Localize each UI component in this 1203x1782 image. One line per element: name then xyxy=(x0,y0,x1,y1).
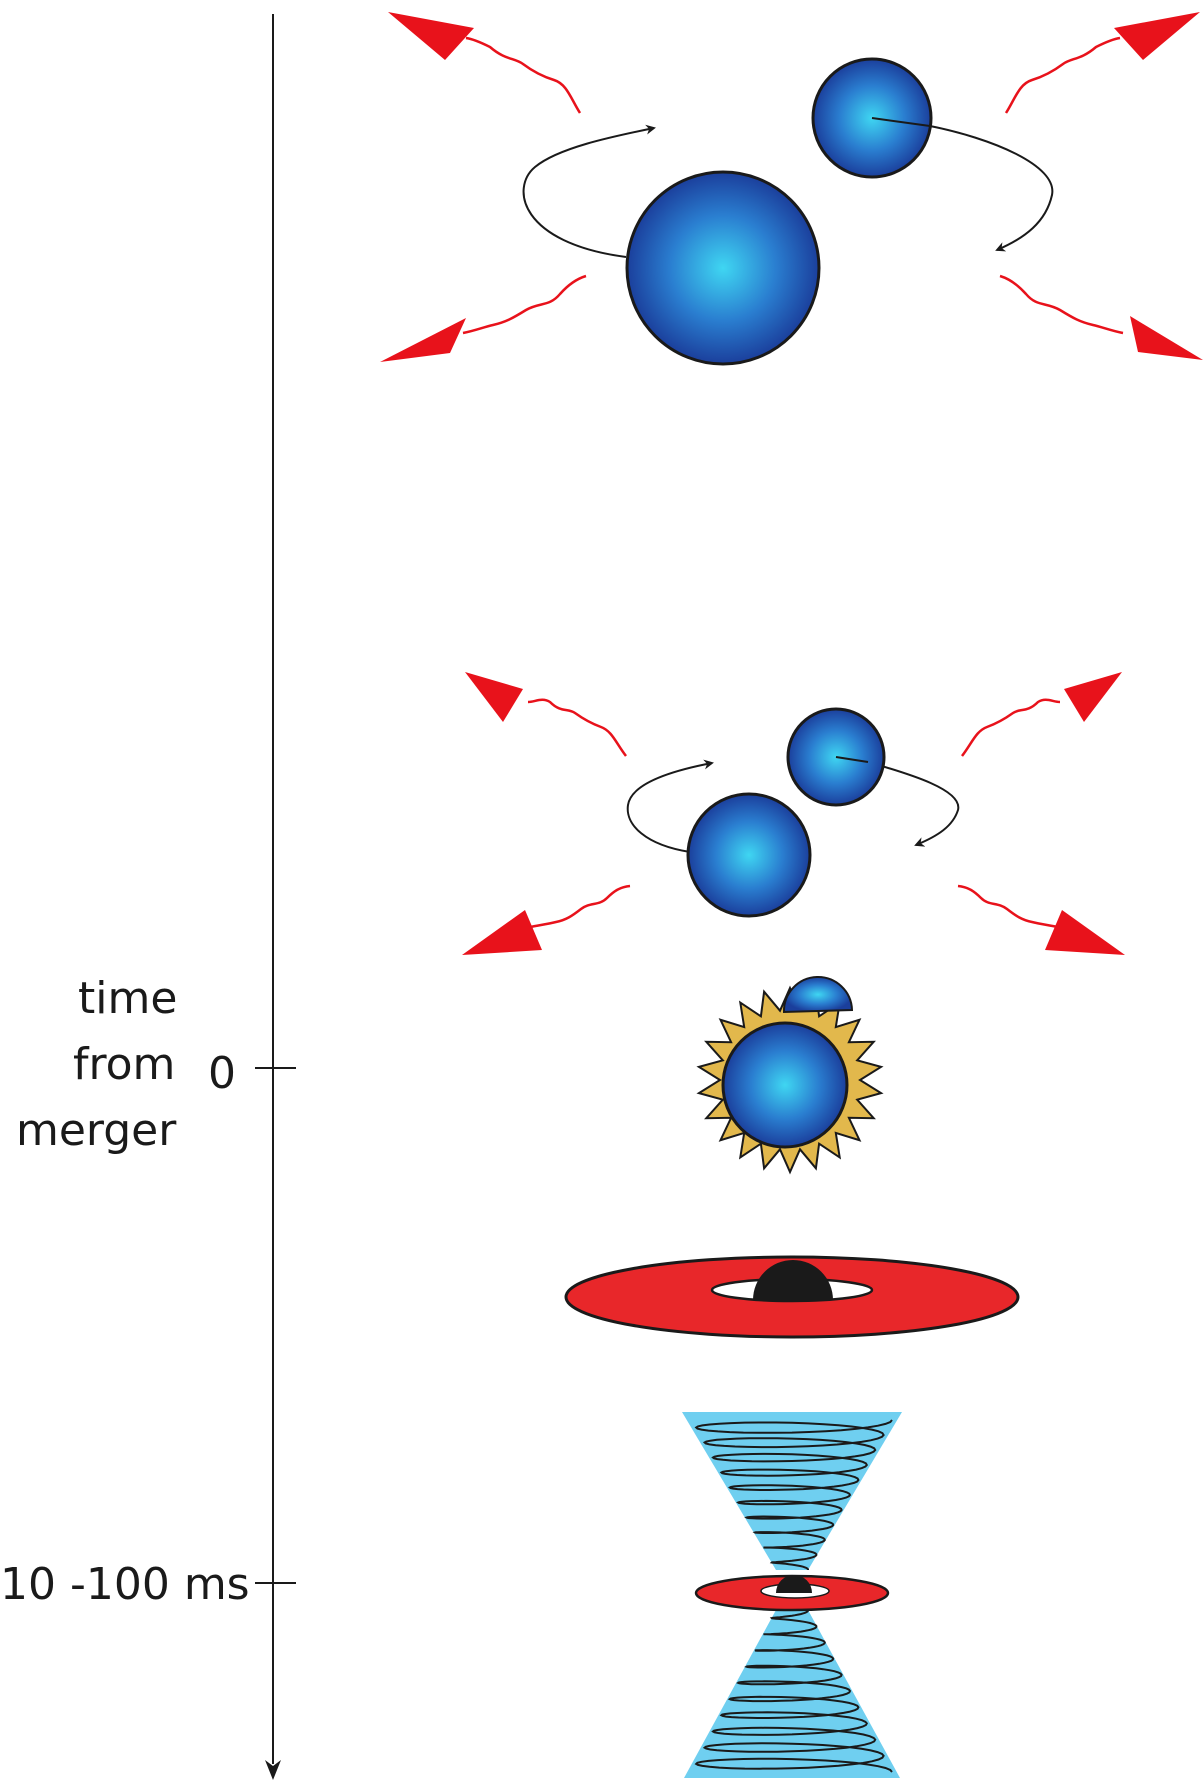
jet-black-hole xyxy=(776,1575,812,1593)
neutron-star-lower xyxy=(686,792,812,918)
neutron-star-large xyxy=(625,170,821,366)
stage-black-hole-with-disk xyxy=(564,1255,1020,1339)
gravitational-wave-icon xyxy=(999,274,1203,360)
orbit-connector xyxy=(835,756,869,763)
lower-jet-cone xyxy=(684,1610,900,1778)
upper-jet-cone xyxy=(682,1412,902,1570)
tick-label-late: 10 -100 ms xyxy=(0,1559,250,1610)
orbit-arrow-icon xyxy=(929,125,1054,252)
gravitational-wave-icon xyxy=(957,884,1125,955)
black-hole xyxy=(753,1260,833,1300)
gravitational-wave-icon xyxy=(462,884,631,955)
merged-neutron-star xyxy=(721,1021,849,1149)
gravitational-wave-icon xyxy=(380,274,587,362)
stage-wide-inspiral xyxy=(380,12,1203,366)
orbit-arrow-icon xyxy=(626,759,714,853)
gravitational-wave-icon xyxy=(961,672,1122,757)
axis-label-line-1: time xyxy=(78,973,178,1024)
orbit-connector xyxy=(871,117,931,127)
stage-late-inspiral xyxy=(462,672,1125,955)
time-axis xyxy=(255,14,296,1780)
stage-merger xyxy=(696,976,884,1175)
upper-jet-helix xyxy=(694,1419,893,1570)
gravitational-wave-icon xyxy=(388,12,582,114)
time-axis-arrowhead xyxy=(265,1760,281,1780)
orbit-arrow-icon xyxy=(522,124,656,258)
axis-label-line-2: from xyxy=(73,1039,176,1090)
gravitational-wave-icon xyxy=(465,672,627,757)
tick-label-zero: 0 xyxy=(208,1048,236,1099)
merging-star-remnant xyxy=(782,976,854,1014)
lower-jet-helix xyxy=(694,1610,893,1773)
axis-label-line-3: merger xyxy=(16,1105,177,1156)
gravitational-wave-icon xyxy=(1004,12,1200,114)
orbit-arrow-icon xyxy=(867,761,960,847)
stage-jets xyxy=(682,1412,902,1778)
